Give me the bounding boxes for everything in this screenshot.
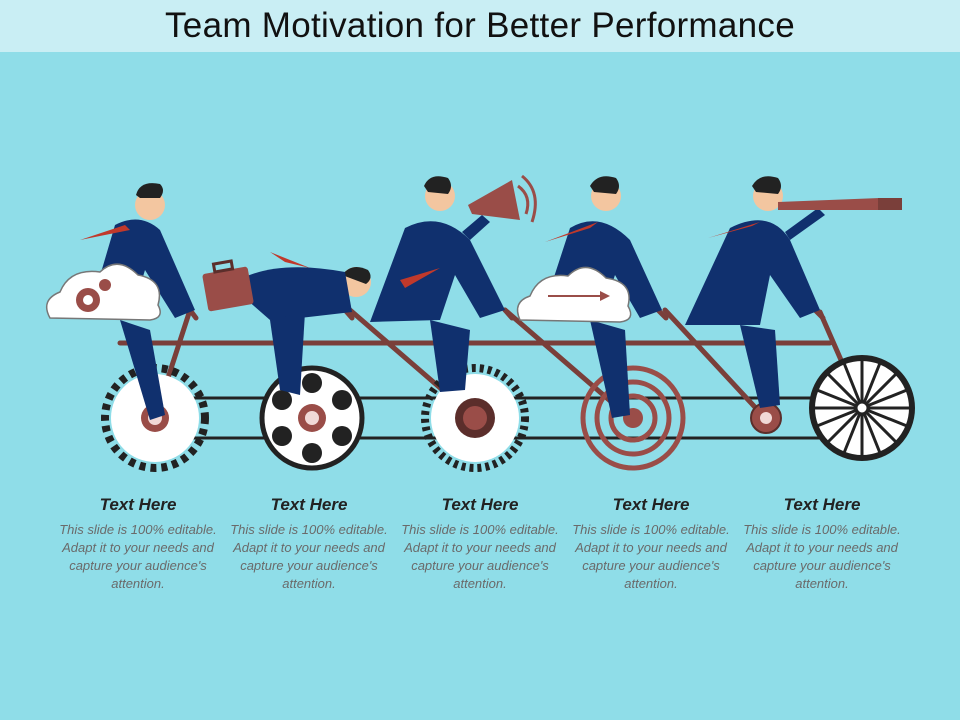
rider-3	[370, 176, 505, 392]
ring-wheel	[580, 365, 686, 471]
tandem-bicycle-illustration	[45, 174, 915, 472]
caption-heading: Text Here	[270, 495, 348, 514]
telescope-icon	[778, 198, 902, 210]
caption-heading: Text Here	[612, 495, 690, 514]
front-spoked-wheel	[809, 355, 915, 461]
caption-1: Text Here This slide is 100% editable. A…	[58, 495, 218, 593]
caption-3: Text Here This slide is 100% editable. A…	[400, 495, 560, 593]
caption-heading: Text Here	[441, 495, 519, 514]
caption-heading: Text Here	[99, 495, 177, 514]
slide-title: Team Motivation for Better Performance	[165, 6, 795, 45]
bearing-wheel	[259, 365, 365, 471]
caption-body: This slide is 100% editable. Adapt it to…	[401, 522, 559, 591]
rider-2	[230, 252, 371, 395]
arrow-cloud-icon	[516, 266, 632, 323]
briefcase-icon	[202, 259, 254, 312]
caption-body: This slide is 100% editable. Adapt it to…	[743, 522, 901, 591]
caption-2: Text Here This slide is 100% editable. A…	[229, 495, 389, 593]
caption-heading: Text Here	[783, 495, 861, 514]
caption-body: This slide is 100% editable. Adapt it to…	[59, 522, 217, 591]
caption-body: This slide is 100% editable. Adapt it to…	[572, 522, 730, 591]
title-band	[0, 0, 960, 52]
chainring	[750, 402, 782, 434]
gear-cloud-icon	[45, 263, 161, 321]
megaphone-icon	[468, 174, 537, 223]
rider-5	[685, 176, 825, 408]
caption-5: Text Here This slide is 100% editable. A…	[742, 495, 902, 593]
caption-body: This slide is 100% editable. Adapt it to…	[230, 522, 388, 591]
caption-4: Text Here This slide is 100% editable. A…	[571, 495, 731, 593]
hub-wheel	[421, 364, 529, 472]
